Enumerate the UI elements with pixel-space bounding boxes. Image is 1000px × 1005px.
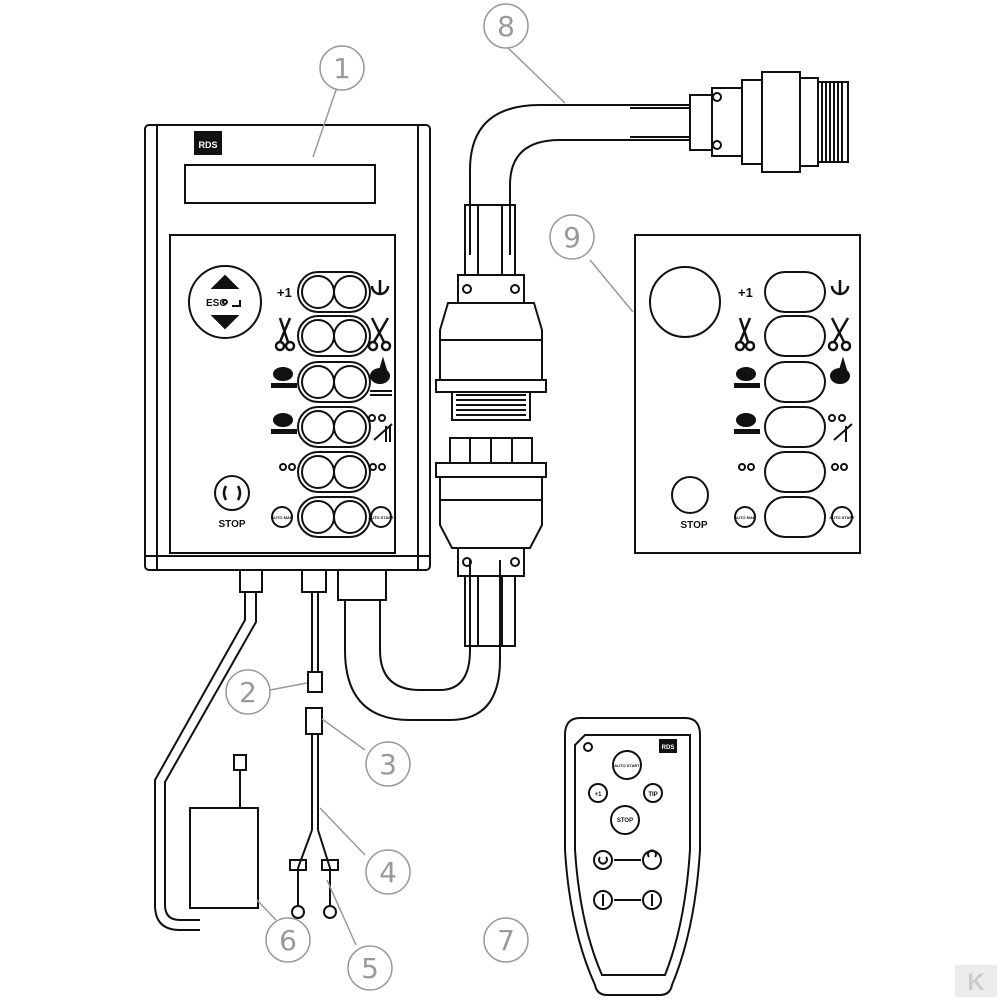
- plug-connector-right: [689, 71, 849, 173]
- overlay-panel: [634, 234, 861, 554]
- overlay-plus-one-label: +1: [738, 285, 753, 300]
- remote-tip-label: TIP: [648, 792, 657, 798]
- overlay-auto-man-label: AUTO MAN: [734, 515, 756, 520]
- overlay-rotation-icon: [738, 463, 848, 471]
- scissors-icon: [274, 317, 392, 352]
- callout-bubbles: [225, 3, 595, 991]
- callout-3: 3: [379, 748, 397, 781]
- remote-auto-start-label: AUTO START: [614, 763, 640, 768]
- remote-plus-one-label: +1: [595, 792, 603, 798]
- callout-1: 1: [333, 52, 351, 85]
- auto-start-label: AUTO START: [368, 515, 394, 520]
- main-cable: [344, 104, 690, 721]
- power-cable: [154, 592, 257, 931]
- controller-unit: [144, 124, 431, 601]
- inline-connector-lower: [435, 437, 547, 647]
- remote-brand-logo: RDS: [662, 745, 675, 751]
- overlay-auto-start-label: AUTO START: [829, 515, 855, 520]
- callout-9: 9: [563, 221, 581, 254]
- watermark-logo: [955, 965, 997, 997]
- callout-leaders: [256, 44, 634, 946]
- callout-5: 5: [361, 952, 379, 985]
- auto-man-label: AUTO MAN: [271, 515, 293, 520]
- inline-connector-upper: [435, 204, 547, 421]
- callout-2: 2: [239, 676, 257, 709]
- rabbit-icon: [370, 356, 392, 396]
- overlay-tipping-icon: [828, 414, 853, 442]
- fuse-cable: [289, 592, 339, 919]
- overlay-scissors-icon: [734, 317, 852, 352]
- brand-logo: RDS: [198, 140, 217, 150]
- overlay-rabbit-icon: [830, 356, 850, 384]
- power-icon: [370, 280, 390, 296]
- overlay-stop-label: STOP: [680, 520, 707, 531]
- overlay-turtle-icon: [734, 367, 760, 434]
- stop-label: STOP: [218, 519, 245, 530]
- esc-label: ESC: [206, 298, 227, 309]
- sensor-module: [189, 754, 259, 909]
- remote-control: [564, 717, 701, 996]
- watermark-letter: K: [967, 969, 985, 996]
- overlay-power-icon: [830, 280, 850, 296]
- rotation-indicator-icon: [279, 463, 386, 471]
- callout-7: 7: [497, 924, 515, 957]
- callout-8: 8: [497, 10, 515, 43]
- plus-one-label: +1: [277, 285, 292, 300]
- callout-4: 4: [379, 856, 397, 889]
- callout-6: 6: [279, 924, 297, 957]
- tipping-icon: [368, 414, 393, 442]
- turtle-icon: [271, 367, 297, 434]
- remote-stop-label: STOP: [617, 818, 633, 824]
